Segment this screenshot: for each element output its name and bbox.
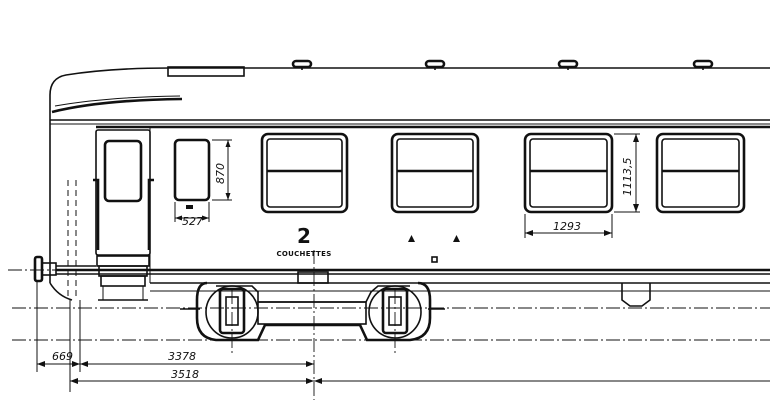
roof [49,66,770,129]
underframe-box [621,283,651,307]
entrance-steps [96,255,150,301]
door-handrail-left [93,178,100,250]
roof-vent [692,59,714,70]
roof-hatch [167,66,245,77]
dim-bogie-pivot-a: 3378 [168,350,196,363]
entrance-door [93,129,154,301]
roof-vent [424,59,446,70]
compartment-window [523,132,614,214]
class-label: COUCHETTES [276,250,331,258]
dim-compartment-window-height: 1113,5 [621,158,634,197]
dim-door-window-width: 527 [182,215,203,228]
dim-door-window-height: 870 [214,163,227,184]
compartment-window [390,132,480,214]
centerlines [8,250,770,400]
roof-vents [291,59,714,70]
side-fittings [408,235,460,263]
door-handrail-right [147,178,154,250]
class-number: 2 [297,224,311,248]
small-window [173,138,211,202]
dimension-lines: 669 3378 3518 527 870 1293 [36,133,770,392]
compartment-window [655,132,746,214]
compartment-window [260,132,349,214]
roof-vent [557,59,579,70]
dim-bogie-pivot-b: 3518 [171,368,199,381]
compartment-windows [260,132,746,214]
bogie [180,271,445,355]
buffer [33,255,96,283]
door-window [103,139,143,203]
dim-compartment-window-width: 1293 [553,220,581,233]
roof-vent [291,59,313,70]
dim-end-offset: 669 [52,350,73,363]
class-marking: 2 COUCHETTES [276,224,331,258]
